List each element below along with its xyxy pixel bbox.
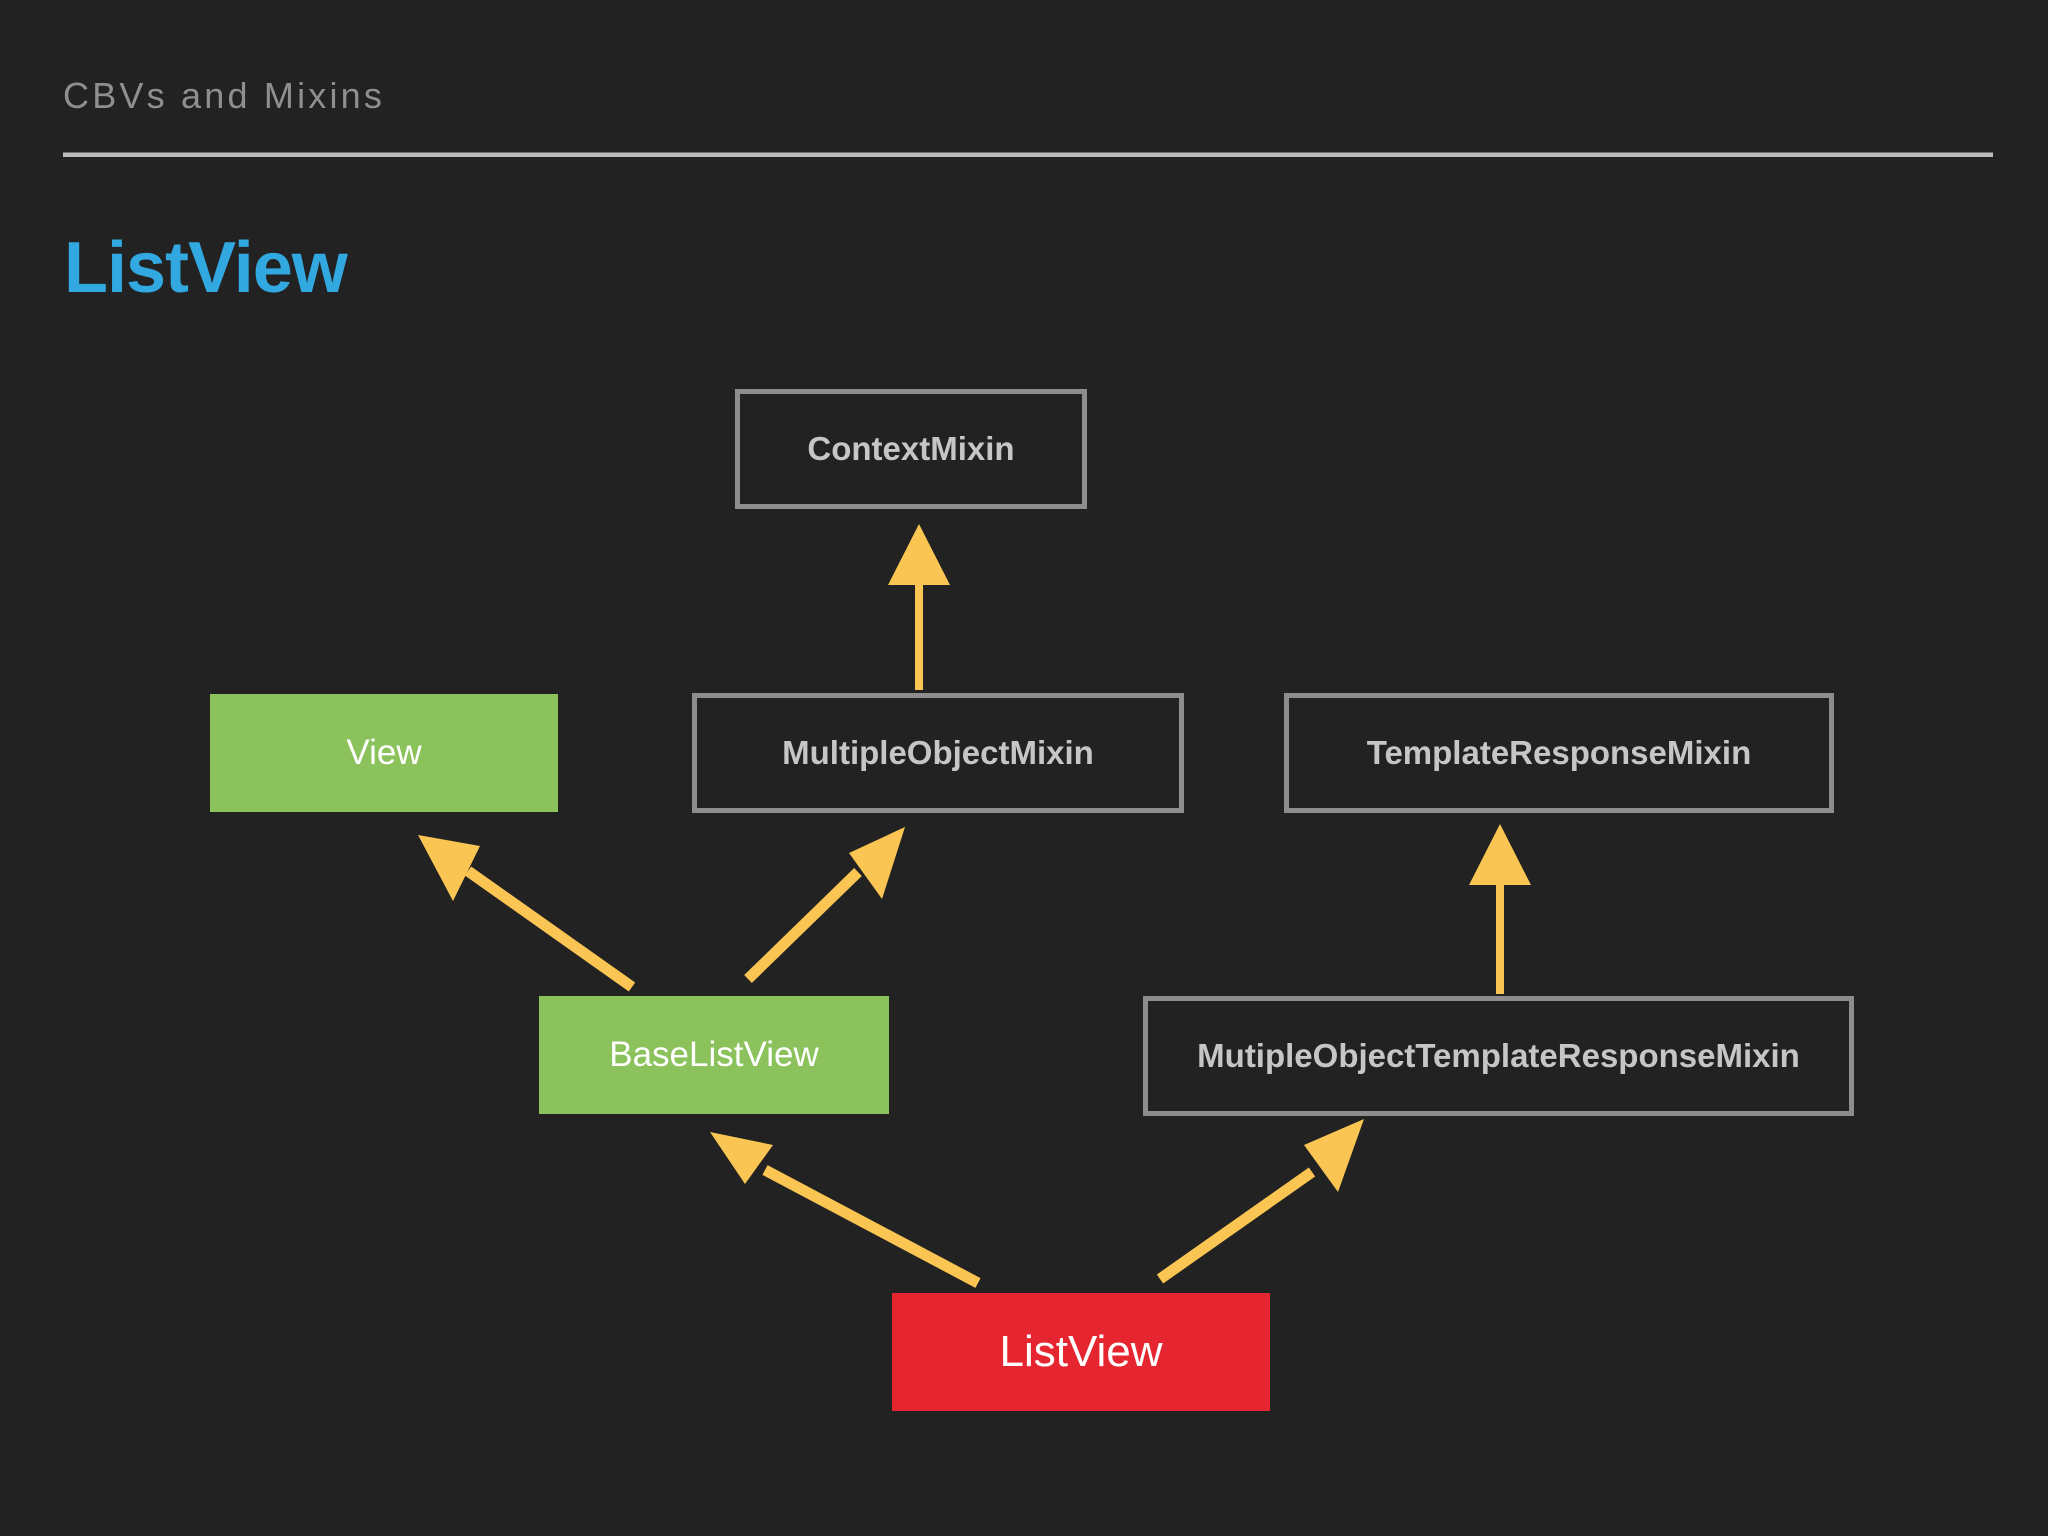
node-templateresponsemixin[interactable]: TemplateResponseMixin	[1284, 693, 1834, 813]
node-label: ListView	[999, 1327, 1163, 1376]
arrow-multipleobjectmixin-to-contextmixin	[888, 524, 950, 690]
arrow-baselistview-to-view	[418, 835, 636, 992]
header-divider	[63, 152, 1993, 157]
arrow-listview-to-mutipleobjecttemplateresponsemixin	[1156, 1119, 1364, 1284]
arrow-listview-to-baselistview	[710, 1132, 981, 1288]
slide-header: CBVs and Mixins	[63, 78, 1993, 158]
arrow-baselistview-to-multipleobjectmixin	[744, 827, 905, 983]
node-label: ContextMixin	[807, 430, 1015, 467]
node-baselistview[interactable]: BaseListView	[539, 996, 889, 1114]
node-listview[interactable]: ListView	[892, 1293, 1270, 1411]
node-multipleobjectmixin[interactable]: MultipleObjectMixin	[692, 693, 1184, 813]
node-label: MutipleObjectTemplateResponseMixin	[1197, 1037, 1800, 1074]
header-title: CBVs and Mixins	[63, 75, 386, 116]
node-label: View	[346, 733, 422, 772]
node-label: BaseListView	[609, 1035, 819, 1074]
node-view[interactable]: View	[210, 694, 558, 812]
page-title: ListView	[64, 228, 348, 308]
node-label: MultipleObjectMixin	[782, 734, 1094, 771]
node-contextmixin[interactable]: ContextMixin	[735, 389, 1087, 509]
node-mutipleobjecttemplateresponsemixin[interactable]: MutipleObjectTemplateResponseMixin	[1143, 996, 1854, 1116]
node-label: TemplateResponseMixin	[1366, 734, 1752, 771]
arrow-mutipleobjecttemplateresponsemixin-to-templateresponsemixin	[1469, 824, 1531, 994]
